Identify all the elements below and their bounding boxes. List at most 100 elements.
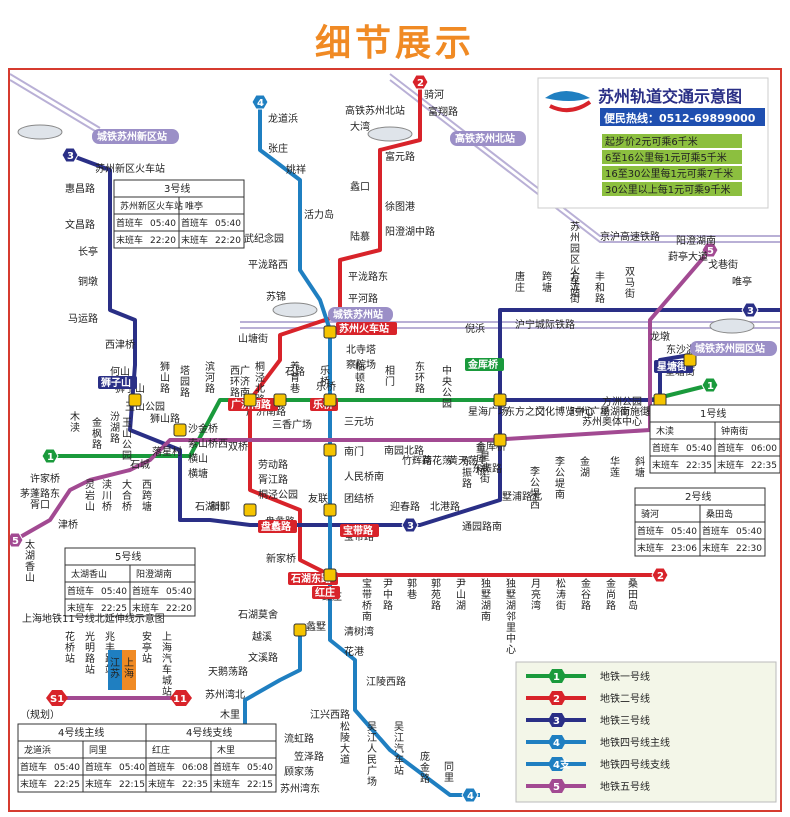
- banner-title: 细节展示: [314, 23, 475, 64]
- station-label-line-3: 倪浜: [465, 323, 485, 335]
- station-label-line-2: 松涛街: [556, 577, 566, 612]
- transfer-tag: [465, 358, 504, 371]
- timetable-col-header: 骑河: [641, 508, 659, 520]
- station-label-line-3: 惠昌路: [65, 182, 95, 195]
- timetable-col-header: 太湖香山: [71, 568, 107, 580]
- station-label-line-1: 金枫路: [92, 416, 102, 451]
- station-label-line-3: 龙墩: [650, 330, 670, 343]
- transfer-icon: [243, 503, 257, 517]
- station-label-line-2: 山塘街: [238, 332, 268, 345]
- station-label-line-4: 三元坊: [344, 415, 374, 428]
- transfer-tags: 狮子山广济南路乐桥苏州火车站盘蠡路宝带路石湖东路红庄星塘街金厍桥: [98, 322, 697, 637]
- logo-icon: [545, 91, 590, 101]
- station-label-line-3: 长亭: [78, 245, 98, 258]
- station-label-line-4: 孙武纪念园: [234, 232, 284, 245]
- s11-title: 上海地铁11号线北延伸线示意图: [22, 612, 165, 625]
- station-label-line-4: 乐桥: [316, 381, 336, 393]
- station-label-line-3: 方洲公园: [602, 395, 642, 408]
- timetable-cell: 末班车: [132, 602, 159, 614]
- station-label-line-5: 西跨塘: [142, 480, 152, 513]
- station-label-line-5: 双桥: [228, 441, 248, 453]
- legend-label: 地铁四号线主线: [600, 736, 670, 749]
- station-label-line-4: 龙道浜: [268, 112, 298, 125]
- legend-number: 2: [553, 694, 560, 705]
- station-label-line-3: 沙金桥: [188, 422, 218, 435]
- timetable-title: 1号线: [700, 407, 726, 420]
- fare-row: [602, 134, 742, 148]
- timetable-cell: 末班车: [181, 234, 208, 246]
- station-label-line-4-branch: 越溪: [252, 630, 272, 643]
- timetable-cell: 22:35: [686, 461, 712, 471]
- timetable-col-header: 同里: [89, 745, 107, 756]
- transfer-tag-label: 苏州火车站: [339, 322, 389, 335]
- fare-text: 16至30公里每1元可乘7千米: [605, 167, 733, 180]
- timetable-cell: 05:40: [215, 219, 241, 229]
- station-label-line-2: 独墅湖邻里中心: [506, 577, 516, 656]
- fare-text: 起步价2元可乘6千米: [605, 135, 698, 148]
- station-label-line-3: 狮山路: [150, 412, 180, 425]
- transfer-tag-label: 狮子山: [100, 376, 131, 389]
- station-label-line-1: 星海广场: [468, 405, 508, 418]
- timetable-cell: 末班车: [85, 778, 112, 790]
- legend-badge-icon: [548, 669, 566, 683]
- legend-label: 地铁三号线: [600, 714, 650, 727]
- logo-swoosh-icon: [549, 100, 592, 113]
- map-canvas: 京沪高速铁路 沪宁城际铁路 苏州轨道交通示意图 便民热线：0512-698990…: [6, 73, 781, 803]
- timetable-cell: 05:40: [686, 444, 712, 454]
- timetable-cell: 22:20: [166, 604, 192, 614]
- timetable-cell: 首班车: [652, 442, 679, 454]
- station-label-line-4-branch: 天鹅荡路: [208, 665, 248, 678]
- s11-left-badge-icon: [46, 690, 68, 706]
- s11-plan-note: （规划）: [20, 708, 60, 721]
- station-label-line-4-branch: 木里: [220, 709, 240, 721]
- station-label-line-3: 苏州园区火车站: [570, 220, 580, 299]
- station-label-line-2: 宝带桥南: [362, 577, 372, 623]
- transfer-tag: [258, 520, 297, 533]
- line-badge-number: 3: [407, 521, 414, 532]
- timetable-cell: 22:20: [150, 236, 176, 246]
- station-label-line-4: 平泷路西: [248, 258, 288, 271]
- station-label-line-3: 西津桥: [105, 339, 135, 351]
- rail-huning-label: 沪宁城际铁路: [515, 318, 575, 331]
- station-label-line-1: 滨河路: [205, 360, 215, 395]
- station-label-line-4-branch: 石湖莫舍: [238, 608, 278, 621]
- station-label-line-2: 陆慕: [350, 230, 370, 243]
- station-label-line-3: 斜塘: [635, 455, 645, 479]
- station-label-line-4: 吴江汽车站: [394, 721, 404, 777]
- timetable-col-header: 钟南街: [721, 425, 748, 437]
- transfer-tag: [340, 524, 379, 537]
- station-label-line-3: 李公堤南: [555, 455, 565, 501]
- timetable-title: 3号线: [164, 182, 190, 195]
- station-label-line-4: 江兴西路: [310, 708, 350, 721]
- station-label-line-1: 塔园路: [180, 364, 190, 399]
- station-label-line-5: 灵岩山: [85, 479, 95, 513]
- station-label-line-4: 江陵西路: [366, 675, 406, 688]
- hsr-stations: 城铁苏州新区站高铁苏州北站城铁苏州站城铁苏州园区站: [17, 124, 777, 356]
- station-label-line-4: 笠泽路: [294, 750, 324, 763]
- station-label-line-1: 木渎: [70, 411, 80, 434]
- station-label-line-1: 汾湖路: [110, 411, 120, 445]
- line-5-path: [14, 248, 712, 542]
- station-label-line-4: 活力岛: [304, 208, 334, 221]
- legend-badge-icon: [548, 735, 566, 749]
- station-label-line-2: 蠡口: [350, 180, 370, 193]
- timetable-cell: 首班车: [20, 761, 47, 773]
- transfer-icon: [293, 623, 307, 637]
- timetable-cell: 末班车: [717, 459, 744, 471]
- line-1-path: [50, 383, 711, 458]
- timetable-cell: 05:40: [166, 587, 192, 597]
- station-label-line-5: 许家桥: [30, 472, 60, 485]
- station-label-line-2: 骑河: [424, 88, 444, 101]
- map-title: 苏州轨道交通示意图: [598, 87, 742, 106]
- timetable-col-header: 木渎: [656, 425, 674, 437]
- legend-badge-icon: [548, 779, 566, 793]
- timetable-cell: 23:06: [671, 544, 697, 554]
- station-label-line-3: 苏州奥体中心: [582, 415, 642, 428]
- line-badge-icon: [411, 74, 429, 90]
- timetable-cell: 22:25: [101, 604, 127, 614]
- line-badge-icon: [701, 377, 719, 393]
- s11-province-js-label: 江苏: [110, 657, 120, 680]
- hsr-station-label: 高铁苏州北站: [455, 132, 515, 145]
- station-label-line-2: 金谷路: [581, 577, 591, 612]
- timetable-title: 5号线: [115, 550, 141, 563]
